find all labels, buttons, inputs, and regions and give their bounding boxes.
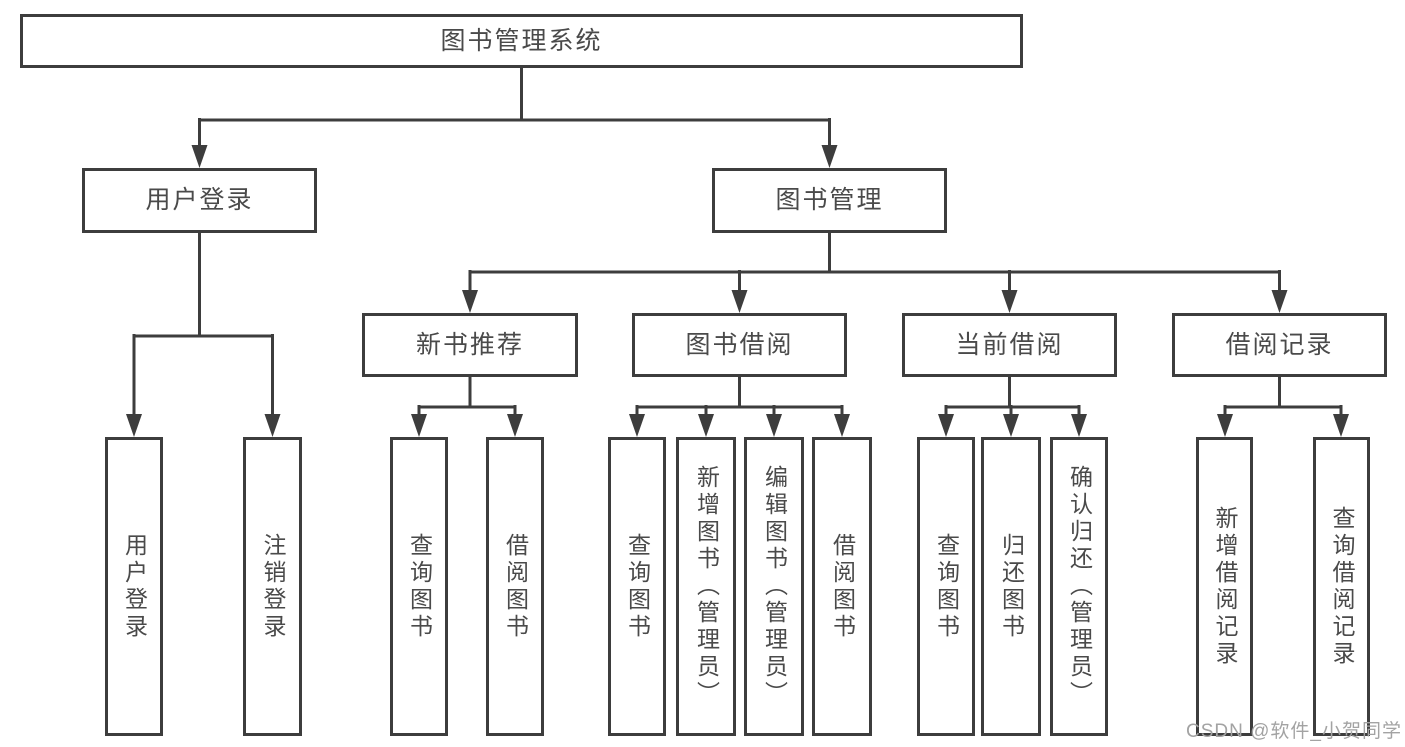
node-book-management: 图书管理	[712, 168, 947, 233]
leaf-logout: 注销登录	[243, 437, 302, 736]
arrowheads	[126, 145, 1349, 437]
leaf-bb-query-books: 查询图书	[608, 437, 666, 736]
tree-wires	[132, 67, 1343, 420]
leaf-br-add-record: 新增借阅记录	[1196, 437, 1253, 736]
leaf-cb-confirm-return-admin: 确认归还（管理员）	[1050, 437, 1108, 736]
node-user-login: 用户登录	[82, 168, 317, 233]
leaf-cb-query-books: 查询图书	[917, 437, 975, 736]
leaf-nb-borrow-books: 借阅图书	[486, 437, 544, 736]
node-borrowing-records: 借阅记录	[1172, 313, 1387, 377]
leaf-bb-borrow-books: 借阅图书	[812, 437, 872, 736]
node-new-book-recommendation: 新书推荐	[362, 313, 578, 377]
leaf-br-query-record: 查询借阅记录	[1313, 437, 1370, 736]
leaf-cb-return-books: 归还图书	[981, 437, 1041, 736]
leaf-user-login: 用户登录	[105, 437, 163, 736]
node-current-borrowing: 当前借阅	[902, 313, 1117, 377]
csdn-watermark: CSDN @软件_小贺同学	[1186, 721, 1402, 742]
root-node: 图书管理系统	[20, 14, 1023, 68]
node-book-borrowing: 图书借阅	[632, 313, 847, 377]
leaf-nb-query-books: 查询图书	[390, 437, 448, 736]
leaf-bb-add-books-admin: 新增图书（管理员）	[676, 437, 736, 736]
leaf-bb-edit-books-admin: 编辑图书（管理员）	[744, 437, 804, 736]
